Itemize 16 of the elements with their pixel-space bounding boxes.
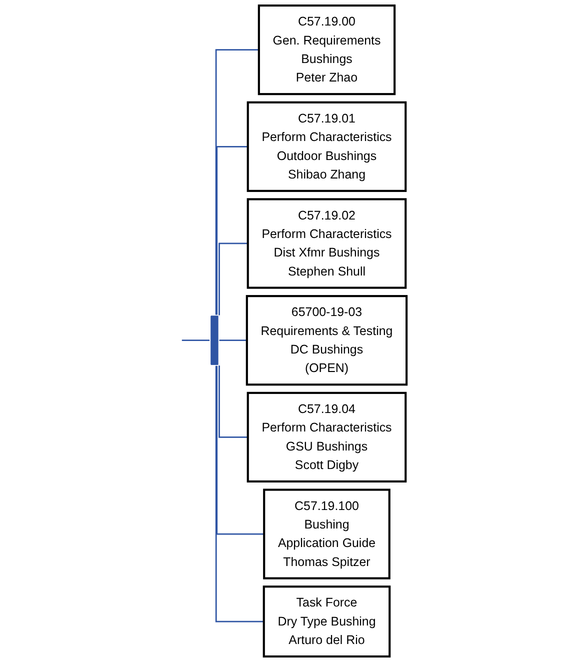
committee-box: C57.19.01 Perform Characteristics Outdoor Bushings Shibao Zhang xyxy=(246,101,407,192)
connector-line xyxy=(218,242,248,316)
committee-box: C57.19.100 Bushing Application Guide Thomas Spitzer xyxy=(263,488,391,580)
committee-box: C57.19.04 Perform Characteristics GSU Bushings Scott Digby xyxy=(246,392,407,482)
committee-box: 65700-19-03 Requirements & Testing DC Bushings (OPEN) xyxy=(246,295,408,386)
connector-line xyxy=(218,340,248,342)
committee-box: C57.19.02 Perform Characteristics Dist Xfmr Bushings Stephen Shull xyxy=(246,198,407,289)
committee-box: C57.19.00 Gen. Requirements Bushings Peter Zhao xyxy=(258,4,396,96)
connector-line xyxy=(181,340,210,342)
connector-line xyxy=(216,366,264,535)
committee-box: Task Force Dry Type Bushing Arturo del Rio xyxy=(262,586,391,658)
connector-line xyxy=(216,146,248,315)
connector-line xyxy=(216,366,264,622)
connector-line xyxy=(215,49,260,315)
connector-line xyxy=(218,365,248,438)
bus-bar xyxy=(210,316,218,365)
